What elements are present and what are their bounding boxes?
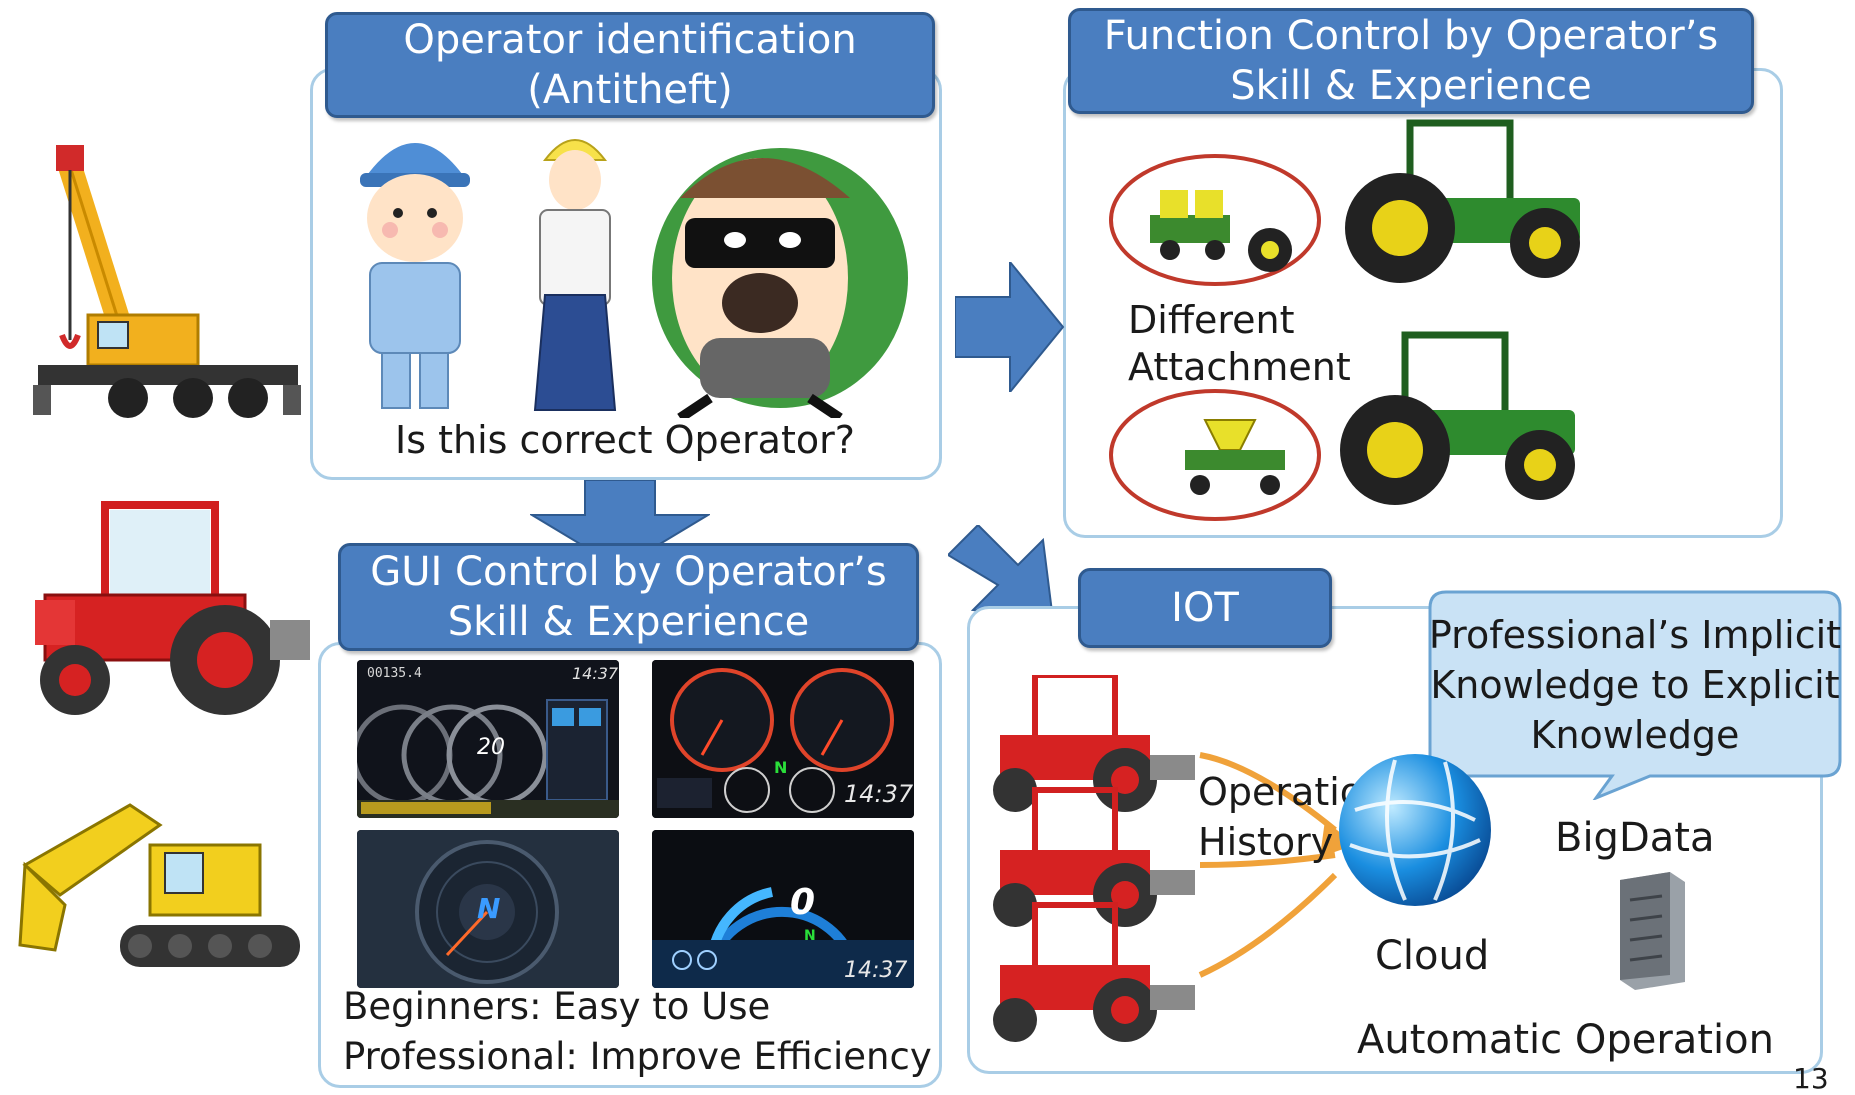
right-arrow	[955, 262, 1065, 392]
dashboard-2-time: 14:37	[844, 780, 914, 808]
operation-history-line2: History	[1198, 820, 1334, 864]
operator-identification-header: Operator identification (Antitheft)	[325, 12, 935, 118]
dashboard-4-time: 14:37	[844, 958, 908, 983]
bigdata-label: BigData	[1555, 815, 1715, 861]
dashboard-4-gear: N	[804, 928, 816, 944]
dashboard-1-odometer: 00135.4	[367, 666, 422, 681]
worker-character-illustration	[340, 118, 490, 418]
thief-character-illustration	[640, 128, 910, 418]
gui-control-title-line2: Skill & Experience	[447, 599, 810, 645]
crane-illustration	[28, 130, 308, 430]
down-arrow	[530, 480, 710, 570]
dashboard-screen-2: N 14:37	[652, 660, 914, 818]
function-control-title-line2: Skill & Experience	[1230, 63, 1592, 109]
callout-line1: Professional’s Implicit	[1428, 613, 1842, 657]
dashboard-1-speed: 20	[477, 735, 505, 760]
iot-title: IOT	[1171, 585, 1239, 631]
dashboard-4-speed: 0	[790, 882, 816, 923]
cloud-label: Cloud	[1375, 933, 1490, 979]
dashboard-3-gear: N	[477, 892, 501, 925]
callout-line2: Knowledge to Explicit	[1430, 663, 1840, 707]
gui-control-header: GUI Control by Operator’s Skill & Experi…	[338, 543, 919, 651]
function-control-header: Function Control by Operator’s Skill & E…	[1068, 8, 1754, 114]
green-tractor-1-illustration	[1330, 118, 1600, 288]
knowledge-callout: Professional’s Implicit Knowledge to Exp…	[1428, 590, 1842, 800]
excavator-illustration	[10, 785, 310, 985]
automatic-operation-label: Automatic Operation	[1357, 1017, 1774, 1063]
dashboard-1-time: 14:37	[572, 664, 619, 683]
dashboard-screen-4: 0 N 14:37	[652, 830, 914, 988]
beginners-text: Beginners: Easy to Use	[343, 985, 771, 1028]
different-attachment-line1: Different	[1128, 298, 1295, 342]
green-tractor-2-illustration	[1325, 330, 1595, 510]
diagonal-arrow	[948, 525, 1058, 625]
dashboard-screen-3: N	[357, 830, 619, 988]
operation-flow-arrows	[1195, 745, 1375, 985]
dashboard-2-gear: N	[774, 758, 788, 777]
server-icon	[1610, 870, 1690, 990]
cloud-globe-icon	[1335, 750, 1495, 910]
iot-header: IOT	[1078, 568, 1332, 648]
dashboard-screen-1: 00135.4 14:37 20	[357, 660, 619, 818]
operator-identification-title-line1: Operator identification	[403, 17, 857, 63]
engineer-character-illustration	[520, 125, 630, 420]
gui-control-title-line1: GUI Control by Operator’s	[370, 549, 887, 595]
red-tractor-illustration	[15, 495, 315, 725]
page-number: 13	[1793, 1062, 1829, 1095]
different-attachment-line2: Attachment	[1128, 345, 1351, 389]
operator-identification-title-line2: (Antitheft)	[527, 67, 733, 113]
seeder-attachment-circle	[1105, 150, 1325, 290]
operator-question-text: Is this correct Operator?	[395, 418, 855, 462]
function-control-title-line1: Function Control by Operator’s	[1103, 13, 1719, 59]
spreader-attachment-circle	[1105, 385, 1325, 525]
professional-text: Professional: Improve Efficiency	[343, 1035, 932, 1078]
callout-line3: Knowledge	[1530, 713, 1740, 757]
tractor-fleet-illustration	[985, 675, 1200, 1055]
